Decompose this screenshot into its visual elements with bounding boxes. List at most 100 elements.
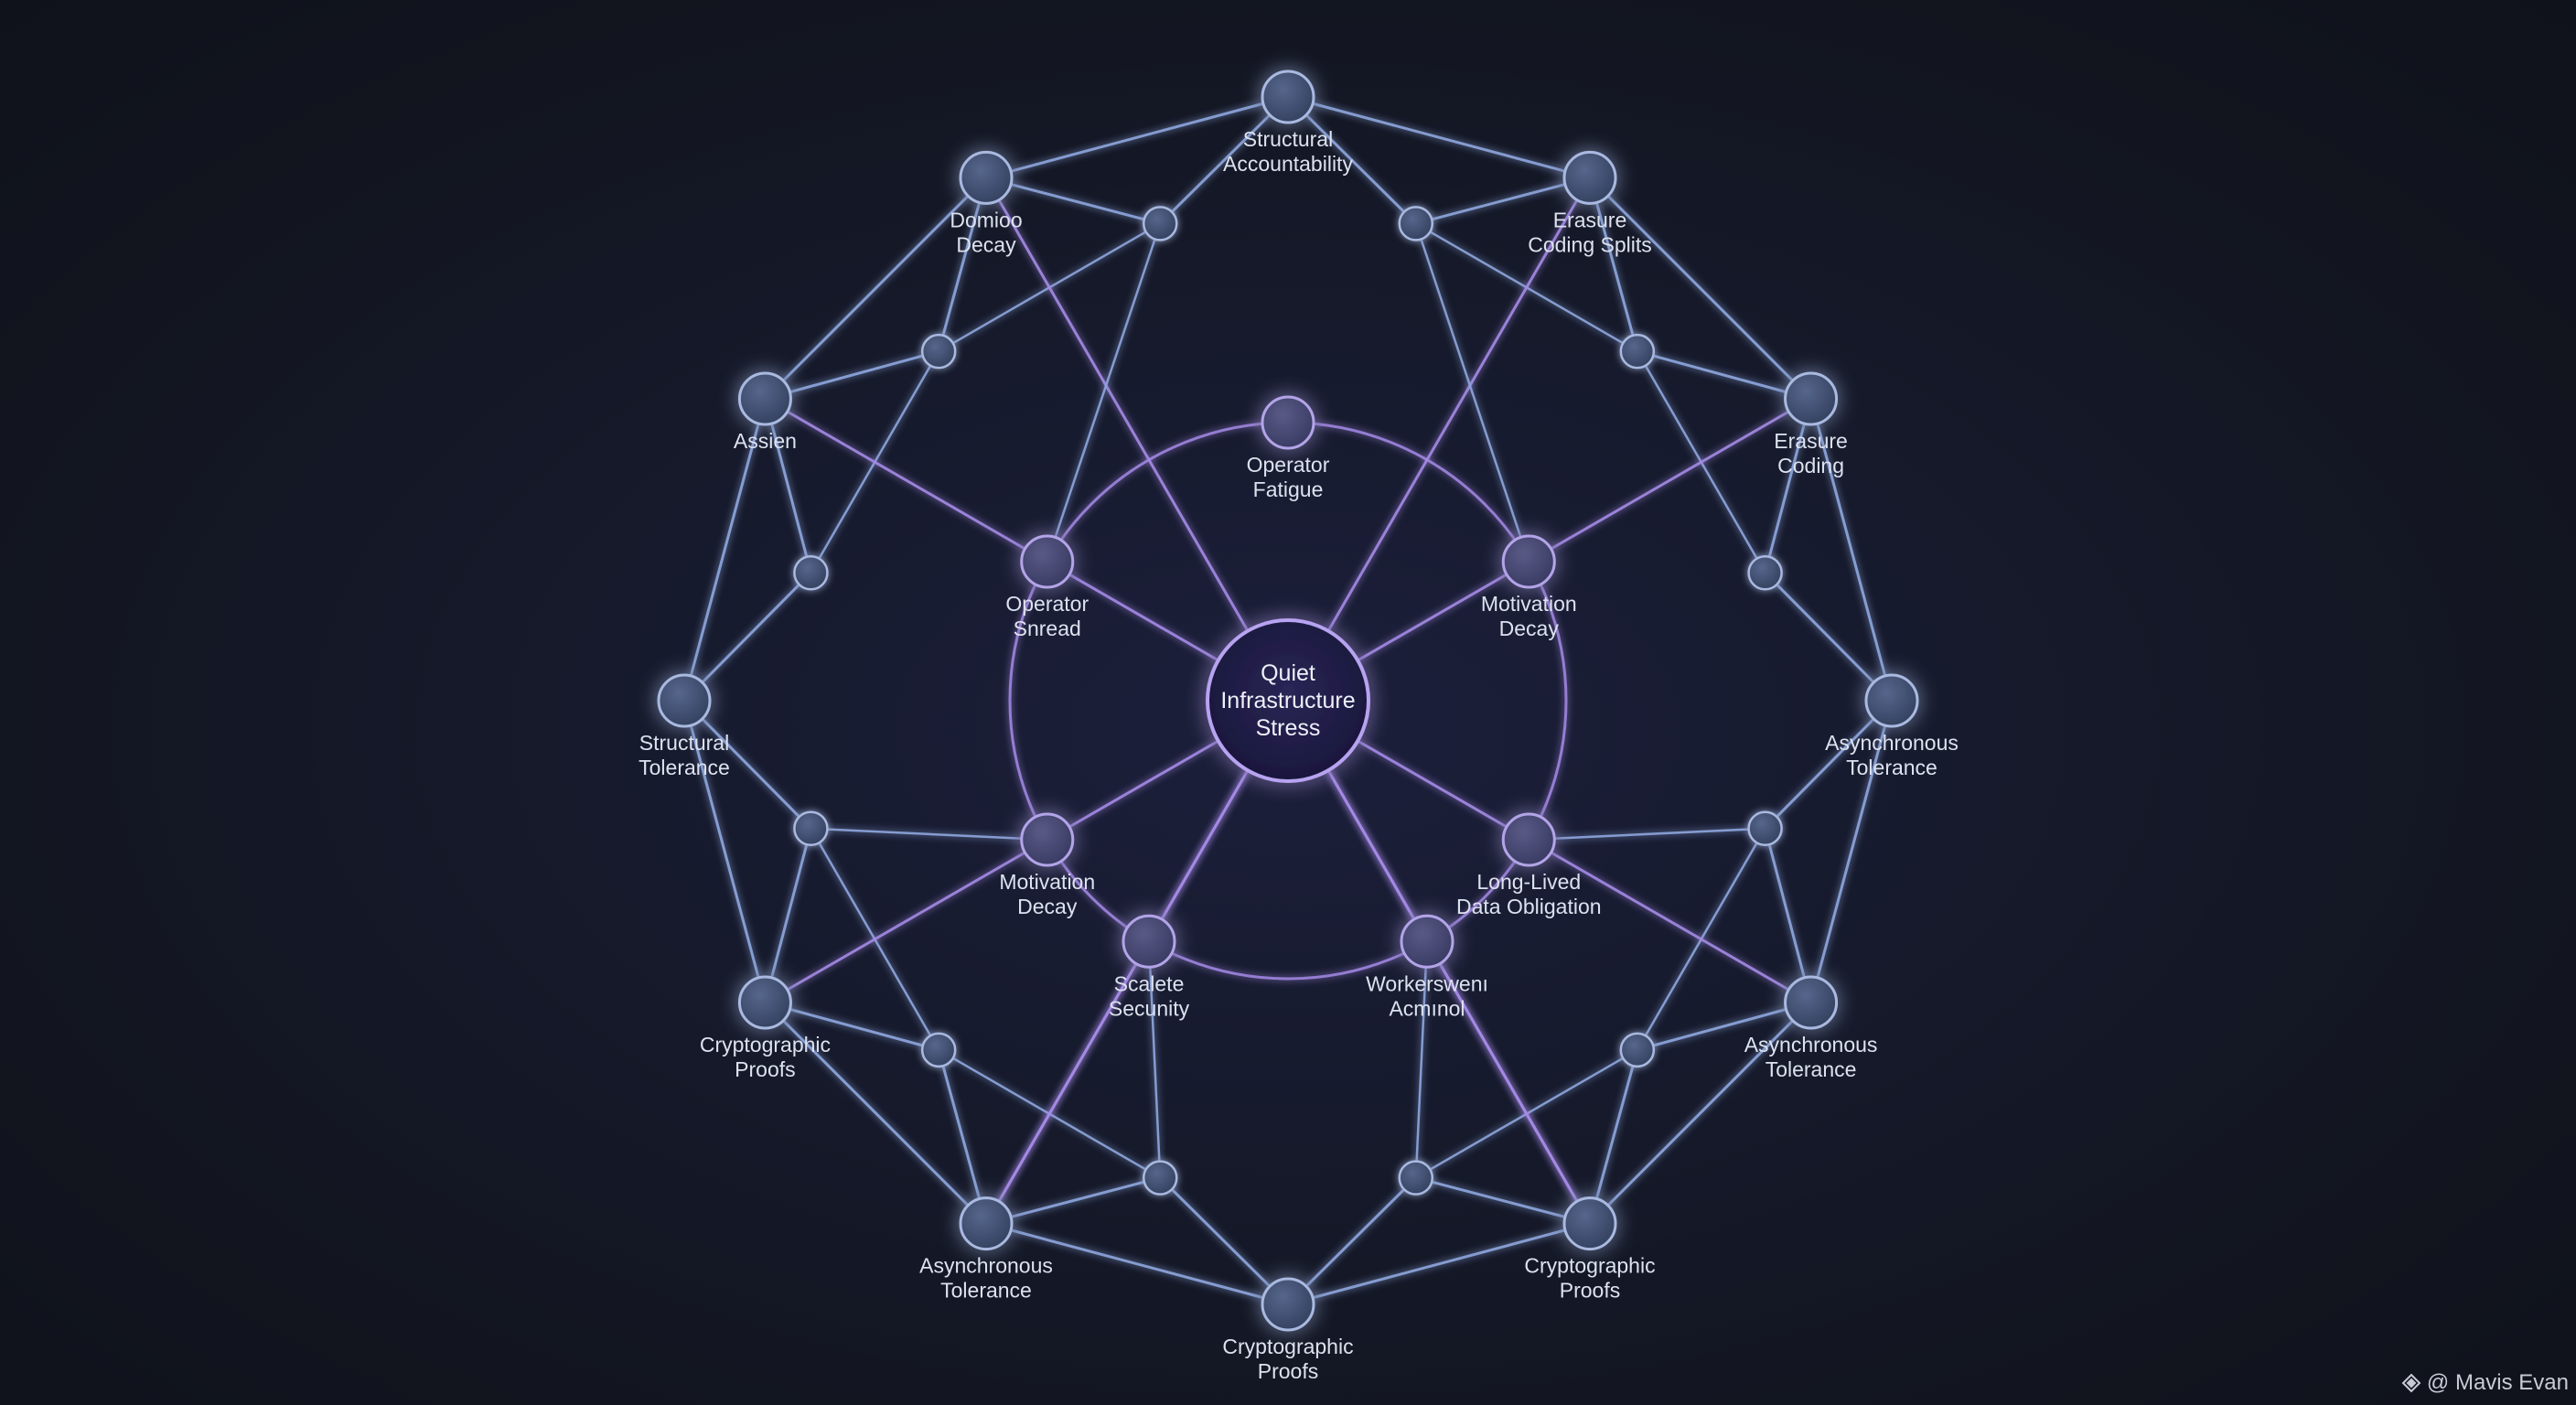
junction-edge xyxy=(984,1176,1162,1226)
junction-edge xyxy=(1286,1176,1418,1306)
cross-edge xyxy=(1147,940,1162,1179)
inner-node-4 xyxy=(1122,914,1176,969)
outer-ring-edge xyxy=(682,397,767,702)
cross-edge xyxy=(1414,940,1429,1179)
junction-node xyxy=(1398,206,1434,241)
outer-node-11 xyxy=(959,150,1014,205)
junction-edge xyxy=(682,699,812,831)
outer-node-8 xyxy=(737,975,792,1030)
junction-node xyxy=(1142,206,1178,241)
diamond-logo-icon xyxy=(2401,1373,2421,1393)
outer-node-4 xyxy=(1784,975,1839,1030)
junction-node xyxy=(1619,1032,1656,1068)
spoke-edge xyxy=(1527,397,1813,563)
outer-ring-edge xyxy=(1809,699,1894,1004)
junction-node xyxy=(1747,554,1783,591)
junction-edge xyxy=(1764,571,1894,702)
outer-node-1 xyxy=(1562,150,1617,205)
junction-node xyxy=(1398,1160,1434,1196)
spoke-edge xyxy=(1527,838,1813,1004)
junction-node xyxy=(1619,333,1656,370)
junction-edge xyxy=(1414,1176,1592,1226)
junction-edge xyxy=(1764,699,1894,831)
outer-ring-edge xyxy=(1286,1222,1592,1306)
outer-ring-edge xyxy=(1588,176,1813,401)
junction-edge xyxy=(763,397,812,574)
outer-node-6 xyxy=(1261,1277,1315,1332)
spoke-edge xyxy=(763,838,1049,1004)
junction-edge xyxy=(1764,397,1813,574)
cross-edge xyxy=(810,827,1048,842)
outer-node-2 xyxy=(1784,371,1839,426)
junction-edge xyxy=(1588,1048,1639,1226)
cross-edge xyxy=(1046,222,1162,563)
junction-edge xyxy=(763,827,812,1004)
junction-edge xyxy=(1286,95,1418,225)
outer-node-9 xyxy=(657,673,712,728)
junction-node xyxy=(1747,810,1783,847)
inner-node-6 xyxy=(1020,534,1075,589)
inner-node-2 xyxy=(1501,812,1556,867)
outer-ring-edge xyxy=(1286,95,1592,179)
outer-ring-edge xyxy=(984,95,1290,179)
spoke-edge xyxy=(763,397,1049,563)
outer-ring-edge xyxy=(682,699,767,1004)
outer-node-5 xyxy=(1562,1196,1617,1251)
junction-edge xyxy=(1636,349,1813,401)
junction-node xyxy=(920,1032,957,1068)
edges-layer xyxy=(682,95,1894,1306)
inner-node-3 xyxy=(1400,914,1454,969)
junction-edge xyxy=(763,349,940,401)
outer-node-10 xyxy=(737,371,792,426)
cross-edge xyxy=(1414,222,1530,563)
junction-edge xyxy=(1588,176,1639,353)
nodes-layer xyxy=(657,70,1919,1332)
center-node xyxy=(1206,618,1370,783)
outer-node-label: Assien xyxy=(734,429,797,453)
outer-ring-edge xyxy=(984,1222,1290,1306)
junction-edge xyxy=(1636,1001,1813,1052)
junction-node xyxy=(920,333,957,370)
inner-node-5 xyxy=(1020,812,1075,867)
junction-edge xyxy=(937,176,988,353)
outer-ring-edge xyxy=(1809,397,1894,702)
junction-node xyxy=(1142,1160,1178,1196)
junction-node xyxy=(793,810,829,847)
watermark: @ Mavis Evan xyxy=(2401,1370,2569,1396)
junction-edge xyxy=(1414,176,1592,225)
watermark-text: @ Mavis Evan xyxy=(2426,1370,2569,1395)
outer-node-3 xyxy=(1864,673,1919,728)
junction-edge xyxy=(763,1001,940,1052)
outer-ring-edge xyxy=(763,1001,988,1226)
outer-node-7 xyxy=(959,1196,1014,1251)
junction-edge xyxy=(984,176,1162,225)
outer-node-0 xyxy=(1261,70,1315,124)
cross-edge xyxy=(1528,827,1766,842)
inner-node-1 xyxy=(1501,534,1556,589)
junction-edge xyxy=(682,571,812,702)
diagonal-edge xyxy=(984,176,1290,702)
inner-node-0 xyxy=(1261,395,1315,450)
junction-edge xyxy=(1764,827,1813,1004)
outer-ring-edge xyxy=(1588,1001,1813,1226)
